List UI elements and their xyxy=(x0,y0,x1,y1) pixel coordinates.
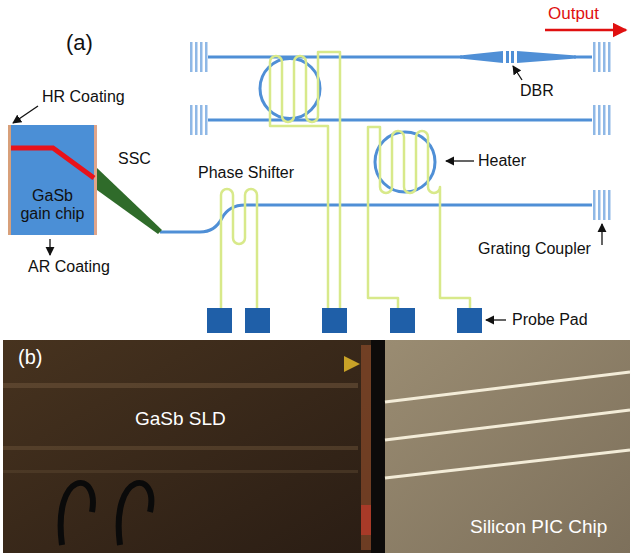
photo-waveguide xyxy=(385,450,630,478)
leader-arrow xyxy=(13,106,38,123)
grating-bar xyxy=(195,105,198,135)
photo-label: Silicon PIC Chip xyxy=(470,516,607,538)
leader-arrow xyxy=(486,319,506,320)
grating-bar xyxy=(598,105,601,135)
grating-bar xyxy=(200,42,203,72)
waveguide-taper xyxy=(460,51,503,63)
callout-label: Phase Shifter xyxy=(198,164,294,182)
grating-bar xyxy=(205,105,208,135)
grating-bar xyxy=(200,105,203,135)
chip-facet xyxy=(361,345,371,550)
chip-texture xyxy=(3,446,358,450)
photo-region: GaSb SLD xyxy=(3,340,371,553)
leader-arrow xyxy=(49,239,50,255)
callout-label: AR Coating xyxy=(28,258,110,276)
probe-pad xyxy=(207,308,232,333)
grating-bar xyxy=(603,190,606,220)
waveguide xyxy=(574,56,592,59)
grating-bar xyxy=(205,42,208,72)
grating-bar xyxy=(593,190,596,220)
grating-bar xyxy=(603,42,606,72)
photo-label: GaSb SLD xyxy=(135,408,226,430)
ar-coating xyxy=(94,125,97,235)
probe-pad xyxy=(245,308,270,333)
panel-label: (b) xyxy=(18,346,42,369)
photo-background xyxy=(3,340,630,553)
grating-bar xyxy=(593,105,596,135)
grating-bar xyxy=(190,105,193,135)
waveguides xyxy=(160,57,592,232)
gain-chip: GaSb gain chip xyxy=(8,125,97,235)
probe-pad xyxy=(322,308,347,333)
callout-label: Heater xyxy=(478,152,526,170)
callout-label: DBR xyxy=(520,82,554,100)
leader-arrow xyxy=(513,66,522,80)
photo-waveguide xyxy=(385,410,630,440)
probe-pads xyxy=(207,308,482,333)
gain-waveguide xyxy=(11,148,94,178)
ring-heater xyxy=(368,127,470,308)
callout-label: Grating Coupler xyxy=(478,240,591,258)
chip-texture xyxy=(3,383,358,388)
leader-arrow xyxy=(446,160,474,161)
grating-bar xyxy=(603,105,606,135)
grating-bar xyxy=(608,190,611,220)
photo-waveguide xyxy=(385,372,630,402)
chip-facet-glow xyxy=(361,505,371,535)
pic-chip-photo xyxy=(385,340,630,553)
probe-pad xyxy=(390,308,415,333)
grating-bar xyxy=(593,42,596,72)
grating-bar xyxy=(608,42,611,72)
wire-bond xyxy=(61,483,93,545)
grating-bar xyxy=(608,105,611,135)
waveguide xyxy=(160,205,592,232)
grating-bar xyxy=(195,42,198,72)
leader-arrow xyxy=(601,224,602,245)
waveguide xyxy=(208,119,592,122)
waveguide xyxy=(208,56,462,59)
dbr-bar xyxy=(511,51,514,63)
leader-arrows xyxy=(13,66,602,320)
spot-size-converter xyxy=(97,168,162,234)
sld-chip-photo xyxy=(3,340,371,553)
callout-label: SSC xyxy=(118,150,151,168)
wire-bond xyxy=(119,483,152,545)
callout-label: Probe Pad xyxy=(512,311,588,329)
hr-coating xyxy=(8,125,11,235)
chip-texture xyxy=(3,470,358,473)
grating-bar xyxy=(598,42,601,72)
panel-label: (a) xyxy=(66,30,93,55)
photo-region: Silicon PIC Chip xyxy=(385,340,630,553)
grating-bar xyxy=(190,42,193,72)
dbr-section xyxy=(460,51,576,63)
grating-bar xyxy=(598,190,601,220)
phase-shifter-heater xyxy=(221,189,257,308)
output-arrow xyxy=(545,29,626,32)
waveguide-taper xyxy=(517,51,576,63)
chip-label: GaSb gain chip xyxy=(18,187,88,224)
marker-triangle xyxy=(344,356,360,372)
photo-waveguides xyxy=(385,372,630,478)
callout-label: HR Coating xyxy=(42,88,125,106)
output-label: Output xyxy=(548,4,599,24)
dbr-bar xyxy=(506,51,509,63)
probe-pad xyxy=(457,308,482,333)
